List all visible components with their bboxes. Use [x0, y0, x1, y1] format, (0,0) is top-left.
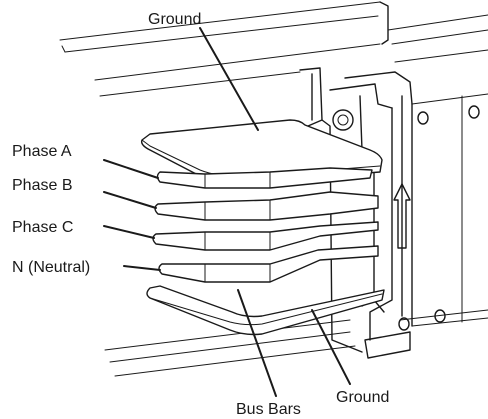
leader-phase-c — [103, 225, 155, 239]
housing-rails — [59, 1, 488, 377]
leader-phase-b — [103, 191, 157, 209]
leader-ground-top — [199, 27, 259, 131]
label-bus-bars: Bus Bars — [236, 401, 301, 418]
label-phase-b: Phase B — [12, 177, 72, 194]
up-arrow-icon — [393, 183, 411, 249]
label-phase-a: Phase A — [12, 143, 72, 160]
bolt-icon — [332, 109, 354, 131]
leader-ground-bottom — [311, 309, 351, 385]
mounting-hole-icon — [417, 111, 429, 125]
bus-bar-phase-c — [152, 221, 379, 251]
bus-bar-phase-a — [156, 167, 373, 189]
label-neutral: N (Neutral) — [12, 259, 90, 276]
label-phase-c: Phase C — [12, 219, 73, 236]
leader-lines — [103, 27, 351, 397]
leader-phase-a — [103, 159, 159, 179]
leader-neutral — [123, 265, 161, 271]
mounting-hole-icon — [398, 317, 410, 331]
ground-plate-bottom — [146, 285, 385, 336]
mounting-hole-icon — [468, 105, 480, 119]
labels: Ground Phase A Phase B Phase C N (Neutra… — [12, 11, 389, 418]
bus-bar-phase-b — [154, 191, 379, 221]
label-ground-top: Ground — [148, 11, 201, 28]
leader-bus-bars — [237, 289, 277, 397]
label-ground-bottom: Ground — [336, 389, 389, 406]
mounting-hole-icon — [434, 309, 446, 323]
bus-bar-neutral — [158, 245, 379, 283]
